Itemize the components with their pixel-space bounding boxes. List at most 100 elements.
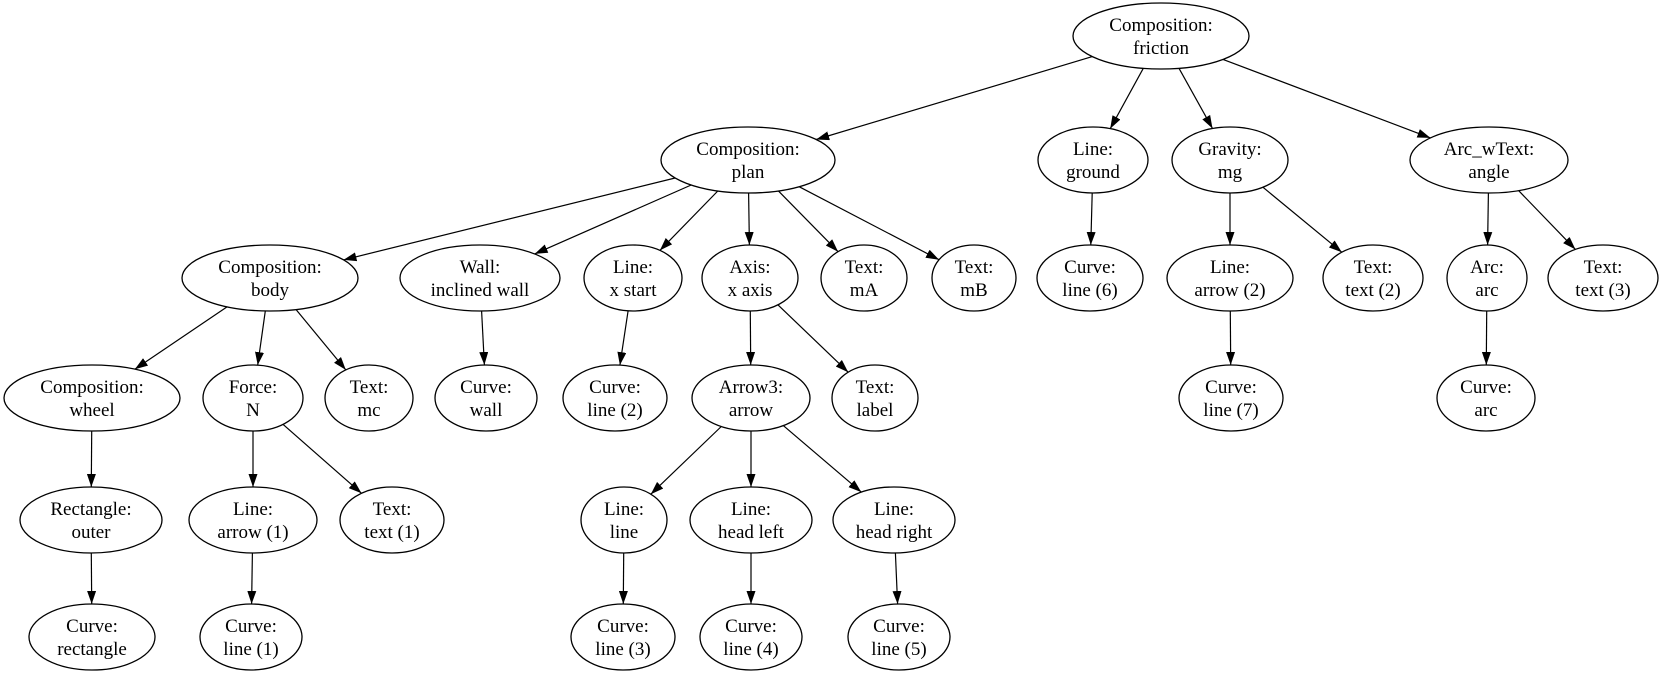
node-label-line2: arc bbox=[1474, 400, 1497, 421]
node-ellipse bbox=[1322, 244, 1424, 312]
node-label-line2: inclined wall bbox=[431, 280, 530, 301]
node-label-line1: Composition: bbox=[218, 257, 321, 278]
graph-node-line7: Curve:line (7) bbox=[1178, 364, 1284, 432]
node-label-line1: Arc_wText: bbox=[1444, 139, 1534, 160]
node-label-line2: wall bbox=[470, 400, 503, 421]
node-label-line1: Text: bbox=[1584, 257, 1623, 278]
graph-node-mB: Text:mB bbox=[931, 244, 1017, 312]
node-ellipse bbox=[580, 486, 668, 554]
graph-node-headright: Line:head right bbox=[832, 486, 956, 554]
node-label-line2: angle bbox=[1468, 162, 1509, 183]
node-label-line2: arrow (2) bbox=[1194, 280, 1265, 301]
graph-node-headleft: Line:head left bbox=[689, 486, 813, 554]
edge-plan-mA bbox=[777, 190, 839, 253]
node-label-line2: line bbox=[610, 522, 639, 543]
node-label-line1: Curve: bbox=[725, 616, 777, 637]
node-ellipse bbox=[399, 244, 561, 312]
node-ellipse bbox=[199, 603, 303, 671]
node-ellipse bbox=[689, 486, 813, 554]
node-label-line1: Line: bbox=[613, 257, 653, 278]
graph-node-wheel: Composition:wheel bbox=[3, 364, 181, 432]
node-ellipse bbox=[434, 364, 538, 432]
graph-node-lline: Line:line bbox=[580, 486, 668, 554]
node-label-line1: Wall: bbox=[460, 257, 501, 278]
node-label-line2: body bbox=[251, 280, 290, 301]
node-ellipse bbox=[701, 244, 799, 312]
node-label-line1: Line: bbox=[874, 499, 914, 520]
node-label-line2: arrow bbox=[729, 400, 774, 421]
graph-node-body: Composition:body bbox=[181, 244, 359, 312]
node-label-line2: rectangle bbox=[57, 639, 127, 660]
edge-ground-line6 bbox=[1086, 192, 1096, 246]
node-label-line1: Text: bbox=[955, 257, 994, 278]
node-ellipse bbox=[931, 244, 1017, 312]
graph-node-arrow2: Line:arrow (2) bbox=[1166, 244, 1294, 312]
node-label-line2: label bbox=[857, 400, 894, 421]
node-label-line1: Line: bbox=[1210, 257, 1250, 278]
edge-plan-mB bbox=[798, 186, 940, 261]
graph-node-xaxis: Axis:x axis bbox=[701, 244, 799, 312]
node-label-line2: text (1) bbox=[364, 522, 419, 543]
edge-arrow3-lline bbox=[650, 426, 722, 495]
node-label-line1: Text: bbox=[845, 257, 884, 278]
node-ellipse bbox=[1166, 244, 1294, 312]
graph-node-arrow3: Arrow3:arrow bbox=[691, 364, 811, 432]
node-label-line2: mB bbox=[960, 280, 987, 301]
graph-node-xstart: Line:x start bbox=[583, 244, 683, 312]
node-label-line2: text (2) bbox=[1345, 280, 1400, 301]
node-label-line2: text (3) bbox=[1575, 280, 1630, 301]
node-label-line2: plan bbox=[732, 162, 765, 183]
edge-xstart-line2 bbox=[617, 310, 629, 366]
graph-node-crect: Curve:rectangle bbox=[28, 603, 156, 671]
graph-node-ground: Line:ground bbox=[1037, 126, 1149, 194]
node-label-line2: x axis bbox=[728, 280, 773, 301]
node-label-line2: outer bbox=[71, 522, 111, 543]
edge-body-forceN bbox=[255, 310, 266, 366]
node-ellipse bbox=[202, 364, 304, 432]
edge-angle-arc bbox=[1483, 192, 1493, 246]
node-ellipse bbox=[847, 603, 951, 671]
graph-node-outer: Rectangle:outer bbox=[19, 486, 163, 554]
node-ellipse bbox=[831, 364, 919, 432]
node-ellipse bbox=[19, 486, 163, 554]
edge-body-mc bbox=[295, 309, 347, 371]
node-label-line2: line (2) bbox=[587, 400, 642, 421]
edge-plan-body bbox=[343, 177, 676, 262]
node-label-line1: Curve: bbox=[1205, 377, 1257, 398]
node-label-line1: Line: bbox=[233, 499, 273, 520]
node-ellipse bbox=[660, 126, 836, 194]
node-label-line1: Arrow3: bbox=[719, 377, 783, 398]
node-label-line2: line (5) bbox=[871, 639, 926, 660]
node-label-line2: wheel bbox=[69, 400, 114, 421]
edge-xaxis-label bbox=[777, 304, 849, 373]
edge-friction-plan bbox=[816, 56, 1093, 141]
node-ellipse bbox=[339, 486, 445, 554]
node-label-line2: N bbox=[246, 400, 260, 421]
graph-node-line4: Curve:line (4) bbox=[699, 603, 803, 671]
node-label-line2: line (1) bbox=[223, 639, 278, 660]
node-label-line2: line (7) bbox=[1203, 400, 1258, 421]
node-label-line2: mg bbox=[1218, 162, 1243, 183]
edge-body-wheel bbox=[134, 306, 228, 370]
edge-arrow1-line1 bbox=[247, 552, 257, 605]
node-ellipse bbox=[1037, 126, 1149, 194]
node-label-line1: Composition: bbox=[40, 377, 143, 398]
edge-friction-angle bbox=[1222, 58, 1431, 139]
node-label-line1: Curve: bbox=[597, 616, 649, 637]
node-ellipse bbox=[1409, 126, 1569, 194]
graph-node-line6: Curve:line (6) bbox=[1036, 244, 1144, 312]
graph-node-forceN: Force:N bbox=[202, 364, 304, 432]
node-label-line1: Arc: bbox=[1470, 257, 1504, 278]
graph-node-line2: Curve:line (2) bbox=[562, 364, 668, 432]
node-ellipse bbox=[699, 603, 803, 671]
node-ellipse bbox=[1171, 126, 1289, 194]
node-label-line2: x start bbox=[610, 280, 658, 301]
node-label-line1: Text: bbox=[856, 377, 895, 398]
edge-headright-line5 bbox=[892, 552, 902, 605]
node-label-line2: line (4) bbox=[723, 639, 778, 660]
node-label-line1: Gravity: bbox=[1198, 139, 1261, 160]
node-label-line2: ground bbox=[1066, 162, 1120, 183]
node-ellipse bbox=[570, 603, 676, 671]
graph-node-line5: Curve:line (5) bbox=[847, 603, 951, 671]
